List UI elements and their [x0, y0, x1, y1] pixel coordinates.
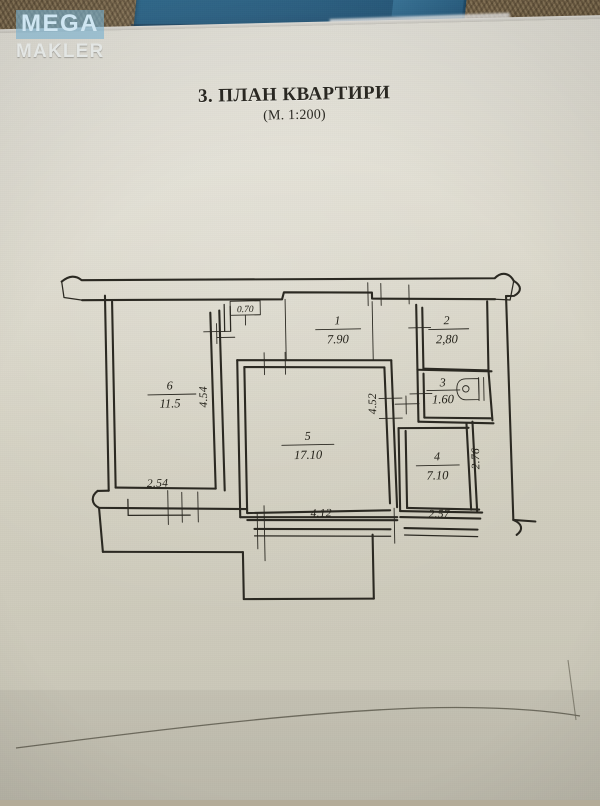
watermark: MEGA MAKLER	[16, 10, 104, 61]
exterior-wall-bottom	[91, 489, 482, 601]
room-6-walls	[96, 294, 231, 492]
room-3-label: 3 1.60	[426, 375, 461, 406]
room-4-walls	[397, 420, 484, 514]
room-5-number: 5	[305, 429, 311, 443]
room-1-area: 7.90	[327, 332, 350, 346]
room-4-label: 4 7.10	[415, 449, 460, 483]
room-5-walls	[236, 351, 403, 519]
room-2-walls	[408, 300, 493, 373]
dim-top-small-box: 0.70	[216, 300, 261, 339]
room-6-area: 11.5	[159, 396, 180, 410]
room-5-label: 5 17.10	[281, 429, 335, 463]
room-3-walls	[394, 368, 495, 425]
room-2-number: 2	[443, 313, 449, 327]
watermark-line-1: MEGA	[16, 10, 104, 39]
room-6-number: 6	[167, 378, 173, 392]
room-6-label: 6 11.5	[147, 378, 197, 411]
room-3-area: 1.60	[432, 392, 455, 406]
room-2-area: 2,80	[436, 332, 459, 346]
room-2-label: 2 2,80	[428, 313, 470, 346]
room-4-area: 7.10	[426, 468, 449, 482]
dim-left-vertical: 4.54	[198, 386, 210, 408]
dim-right-vertical: 2.76	[470, 448, 482, 470]
paper-curved-edge	[15, 660, 581, 749]
dim-room4-bottom: 2.57	[428, 508, 451, 520]
room-5-area: 17.10	[294, 448, 323, 463]
dim-top-small: 0.70	[237, 305, 254, 315]
exterior-wall-top	[60, 272, 515, 307]
toilet-fixture-icon	[456, 377, 485, 402]
dim-balcony-bottom: 4.12	[310, 507, 332, 519]
room-1-number: 1	[334, 313, 340, 327]
room-4-number: 4	[434, 449, 440, 463]
watermark-line-2: MAKLER	[16, 41, 105, 62]
room-1-walls	[284, 298, 374, 362]
dim-room5-right: 4.52	[367, 393, 379, 415]
room-1-label: 1 7.90	[315, 313, 362, 346]
exterior-wall-right	[504, 279, 537, 536]
dim-room6-bottom: 2.54	[147, 478, 169, 490]
room-3-number: 3	[439, 375, 446, 389]
